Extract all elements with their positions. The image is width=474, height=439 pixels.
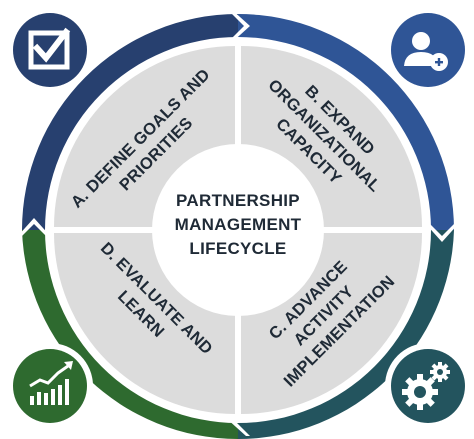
center-disc — [152, 144, 324, 316]
ring-arc-top-right — [238, 14, 454, 230]
add-user-icon — [385, 7, 471, 93]
growth-chart-icon — [7, 343, 93, 429]
gears-icon — [385, 343, 471, 429]
ring-arrow-top — [226, 8, 250, 44]
center-title: PARTNERSHIP MANAGEMENT LIFECYCLE — [175, 191, 302, 258]
center-title-line3: LIFECYCLE — [189, 239, 286, 258]
ring-arrow-left — [16, 218, 52, 242]
ring-arrow-right — [424, 218, 460, 242]
ring-arc-bottom-right — [238, 230, 454, 439]
checkbox-icon — [7, 7, 93, 93]
center-title-line1: PARTNERSHIP — [176, 191, 300, 210]
center-title-line2: MANAGEMENT — [175, 215, 302, 234]
ring-arc-top-left — [22, 14, 238, 230]
ring-arc-bottom-left — [22, 230, 238, 439]
outer-ring — [16, 8, 460, 439]
